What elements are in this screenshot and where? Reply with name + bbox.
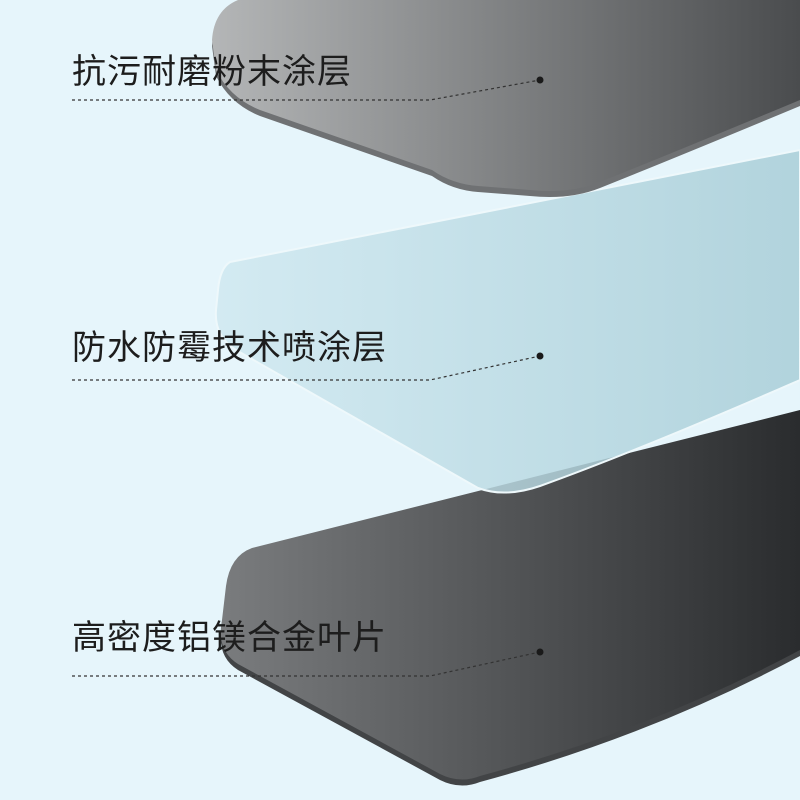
leader-line-middle xyxy=(72,355,541,381)
plate-bottom-face xyxy=(220,410,800,780)
leader-dot-middle xyxy=(536,352,544,360)
layer-label-bottom: 高密度铝镁合金叶片 xyxy=(72,618,387,658)
layer-label-top: 抗污耐磨粉末涂层 xyxy=(72,52,352,92)
plate-middle xyxy=(214,148,800,494)
leader-top xyxy=(72,76,544,101)
plate-top-face xyxy=(212,0,800,191)
leader-bottom xyxy=(72,648,544,677)
leader-dot-bottom xyxy=(536,648,544,656)
plate-bottom xyxy=(220,410,800,786)
leader-line-top xyxy=(72,79,541,101)
leader-line-bottom xyxy=(72,651,541,677)
plate-top xyxy=(212,0,800,197)
leader-dot-top xyxy=(536,76,544,84)
layer-label-middle: 防水防霉技术喷涂层 xyxy=(72,328,387,368)
leader-middle xyxy=(72,352,544,381)
plate-middle-face xyxy=(214,148,800,494)
